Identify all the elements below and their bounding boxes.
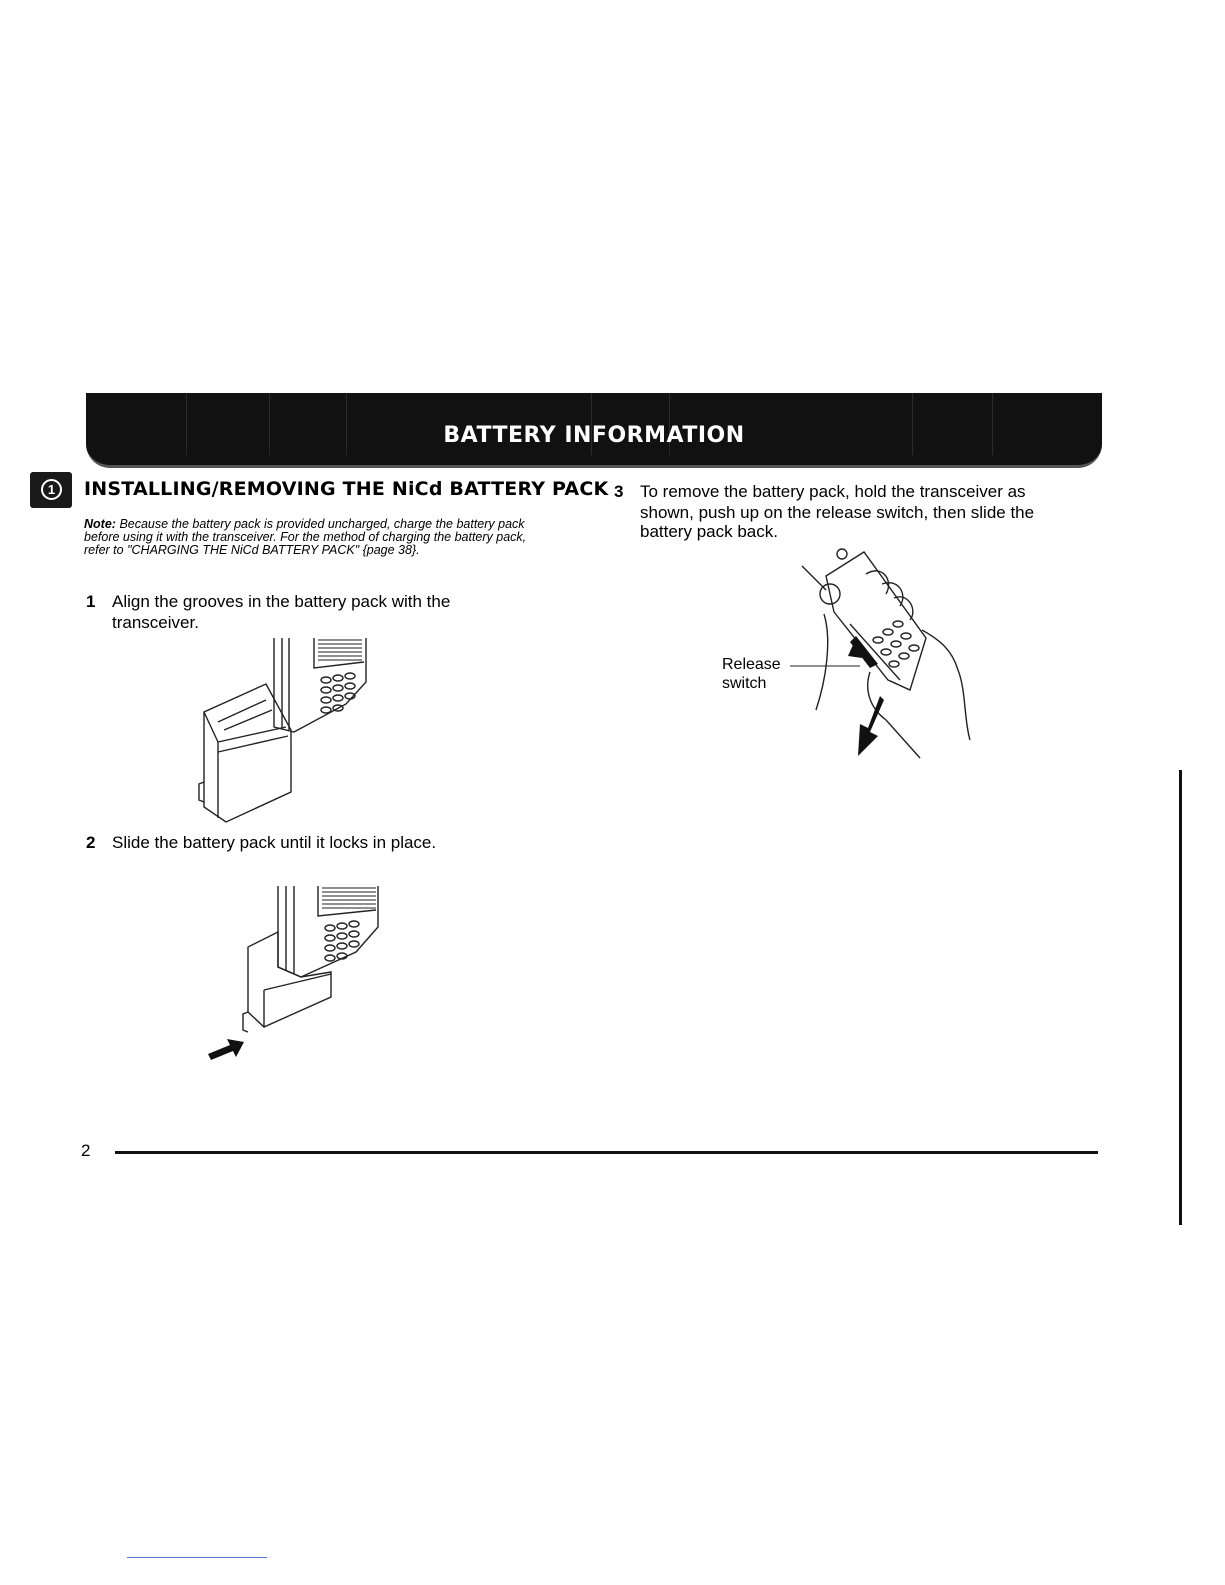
step-2: 2 Slide the battery pack until it locks …	[86, 833, 566, 855]
footer-rule	[115, 1151, 1098, 1154]
align-battery-illustration	[198, 638, 367, 823]
knob	[836, 548, 848, 560]
banner-divider	[269, 393, 270, 455]
step-number: 1	[86, 592, 96, 611]
antenna-knob	[819, 583, 841, 605]
banner-divider	[591, 393, 592, 455]
transceiver-panel	[313, 638, 365, 669]
battery-latch	[242, 1011, 249, 1033]
keypad	[324, 920, 360, 962]
wrist	[815, 613, 829, 711]
battery-pack-edge	[203, 711, 289, 818]
transceiver-panel	[317, 886, 377, 917]
chapter-tab: 1	[30, 472, 72, 508]
slide-direction-arrow	[208, 1039, 244, 1060]
slide-battery-illustration	[208, 886, 379, 1060]
section-heading: INSTALLING/REMOVING THE NiCd BATTERY PAC…	[84, 478, 609, 500]
margin-rule	[1179, 770, 1182, 1225]
battery-pack-edge	[263, 973, 332, 1027]
step-text: Slide the battery pack until it locks in…	[112, 833, 437, 852]
speaker-grille	[322, 887, 376, 909]
note: Note: Because the battery pack is provid…	[84, 518, 554, 557]
banner-divider	[992, 393, 993, 455]
banner-divider	[669, 393, 670, 455]
step-text: shown, push up on the release switch, th…	[640, 503, 1035, 522]
note-text: Because the battery pack is provided unc…	[84, 517, 527, 557]
transceiver-edge	[285, 886, 295, 974]
speaker-grille	[318, 639, 362, 661]
banner-divider	[912, 393, 913, 455]
thumb	[867, 671, 921, 759]
chapter-banner: BATTERY INFORMATION	[86, 393, 1102, 468]
step-1: 1 Align the grooves in the battery pack …	[86, 592, 566, 634]
battery-groove	[217, 699, 273, 731]
transceiver-edge	[849, 623, 901, 681]
release-switch	[848, 638, 862, 658]
battery-latch	[198, 781, 205, 803]
remove-battery-illustration	[790, 548, 971, 759]
callout-text: switch	[722, 675, 767, 692]
battery-pack	[203, 683, 292, 823]
step-text: Align the grooves in the battery pack wi…	[112, 592, 451, 611]
chapter-number: 1	[41, 479, 62, 500]
page-number: 2	[81, 1141, 91, 1160]
banner-divider	[346, 393, 347, 455]
page-title: BATTERY INFORMATION	[443, 423, 745, 448]
step-text: battery pack back.	[640, 522, 778, 541]
transceiver-body	[825, 551, 927, 691]
step-number: 3	[614, 482, 624, 501]
step-text: To remove the battery pack, hold the tra…	[640, 482, 1026, 501]
release-switch-callout: Release switch	[722, 655, 781, 693]
antenna	[801, 565, 827, 591]
transceiver-body	[273, 638, 367, 733]
hand	[921, 629, 971, 741]
battery-pack	[247, 930, 332, 1028]
step-number: 2	[86, 833, 96, 852]
note-label: Note:	[84, 517, 116, 531]
keypad	[320, 672, 356, 714]
banner-divider	[186, 393, 187, 455]
slide-back-arrow	[858, 696, 884, 756]
link-underline	[127, 1557, 267, 1558]
fingers	[865, 570, 914, 621]
step-text: transceiver.	[112, 613, 199, 632]
keypad	[872, 620, 920, 668]
callout-text: Release	[722, 656, 781, 673]
step-3: 3 To remove the battery pack, hold the t…	[614, 482, 1104, 546]
